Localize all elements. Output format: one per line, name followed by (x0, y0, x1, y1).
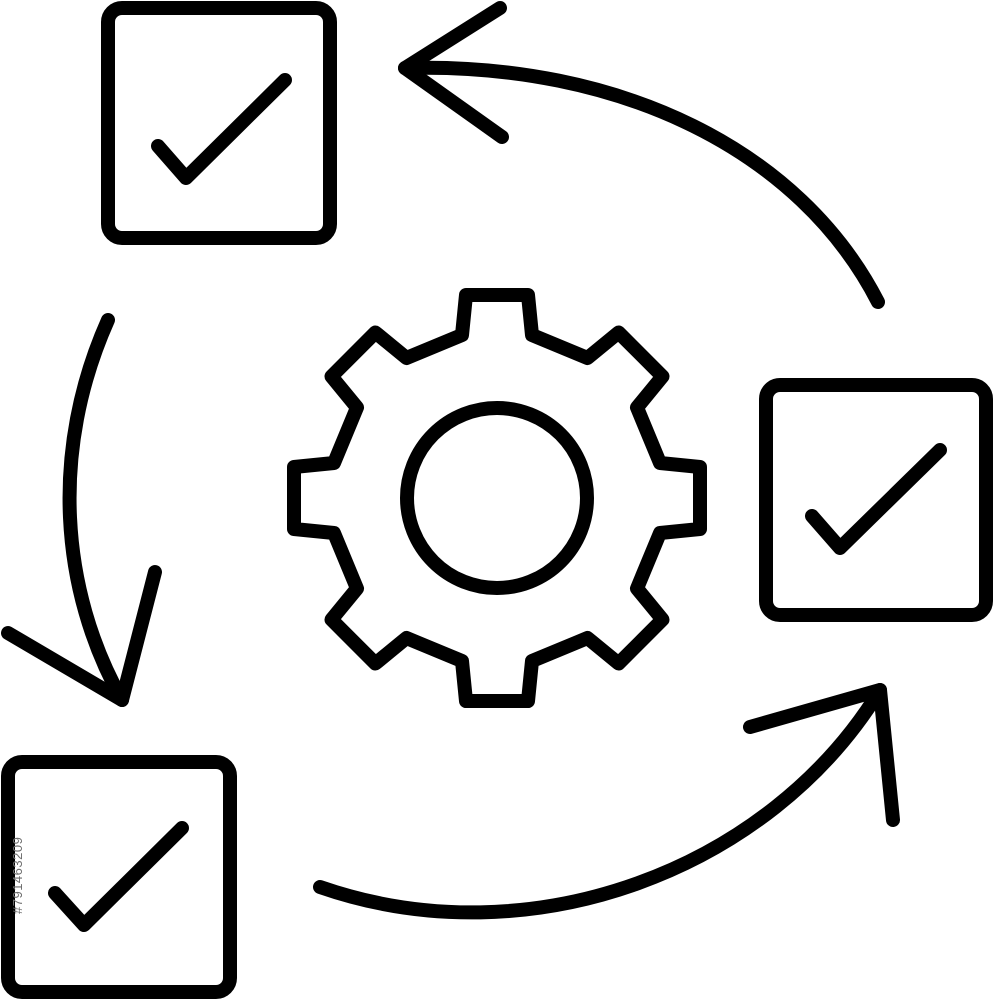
arrow-top-left-to-bottom-left (1, 313, 162, 707)
checkmark-icon (805, 443, 947, 555)
arrowhead-icon (743, 683, 900, 827)
arrowhead-icon (1, 565, 162, 707)
arrowhead-icon (398, 1, 509, 144)
checkbox-right (759, 378, 993, 622)
gear-outline (287, 288, 707, 708)
checkmark-icon (48, 821, 189, 932)
arc-path (62, 313, 129, 707)
arc-path (313, 683, 887, 920)
checkbox-top-left (101, 1, 337, 245)
gear-hole (400, 401, 594, 595)
checkbox-frame (759, 378, 993, 622)
stock-id-watermark: #791463209 (10, 836, 25, 914)
checkbox-bottom-left (1, 755, 237, 999)
gear-icon (287, 288, 707, 708)
checkbox-frame (101, 1, 337, 245)
checkbox-frame (1, 755, 237, 999)
arrow-bottom-left-to-right (313, 683, 900, 920)
arc-path (398, 60, 885, 309)
checkmark-icon (151, 73, 292, 185)
arrow-right-to-top-left (398, 1, 885, 309)
